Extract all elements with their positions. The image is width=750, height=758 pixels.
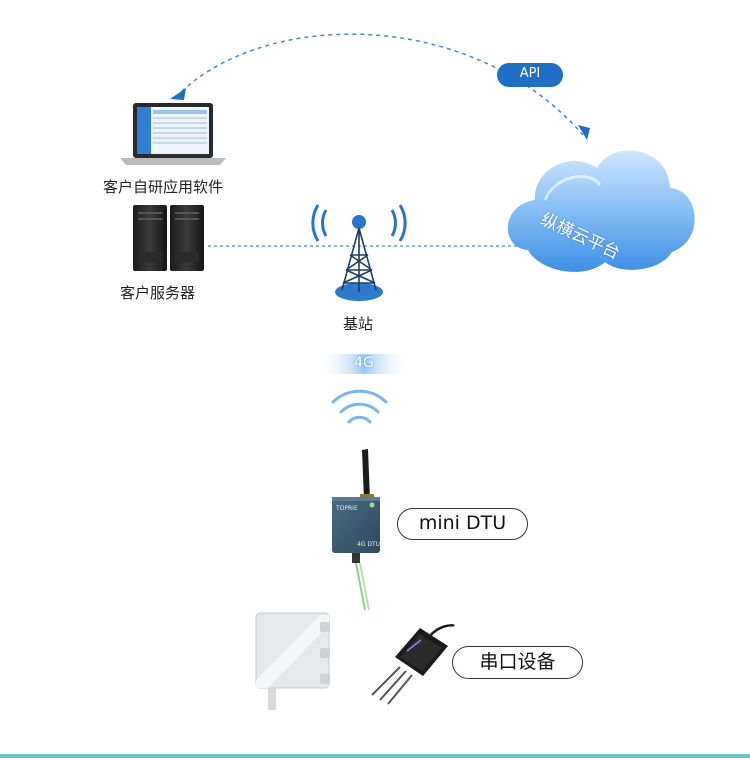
bottom-accent-bar — [0, 754, 750, 758]
dtu-label: mini DTU — [397, 508, 528, 540]
server-icon — [133, 205, 204, 271]
dtu-model-label: 4G DTU — [357, 541, 381, 548]
network-label: 4G — [354, 355, 374, 371]
network-band — [318, 354, 410, 374]
arrow-to-cloud — [578, 125, 590, 140]
serial-device-label: 串口设备 — [452, 646, 583, 679]
dtu-brand-label: TOPRIE — [336, 505, 358, 512]
arrow-to-laptop — [170, 88, 186, 100]
api-label: API — [519, 66, 541, 81]
wifi-icon — [331, 389, 388, 424]
server-label: 客户服务器 — [120, 284, 196, 302]
cloud-icon — [507, 150, 695, 272]
dtu-device-icon — [332, 449, 380, 611]
software-label: 客户自研应用软件 — [103, 178, 224, 196]
api-connection-arc — [175, 33, 584, 136]
tower-icon — [311, 204, 407, 301]
soil-probe-icon — [371, 624, 455, 705]
base-station-label: 基站 — [343, 315, 374, 333]
api-badge — [497, 63, 563, 87]
sensor-box-icon — [255, 612, 330, 710]
laptop-icon — [120, 103, 226, 165]
